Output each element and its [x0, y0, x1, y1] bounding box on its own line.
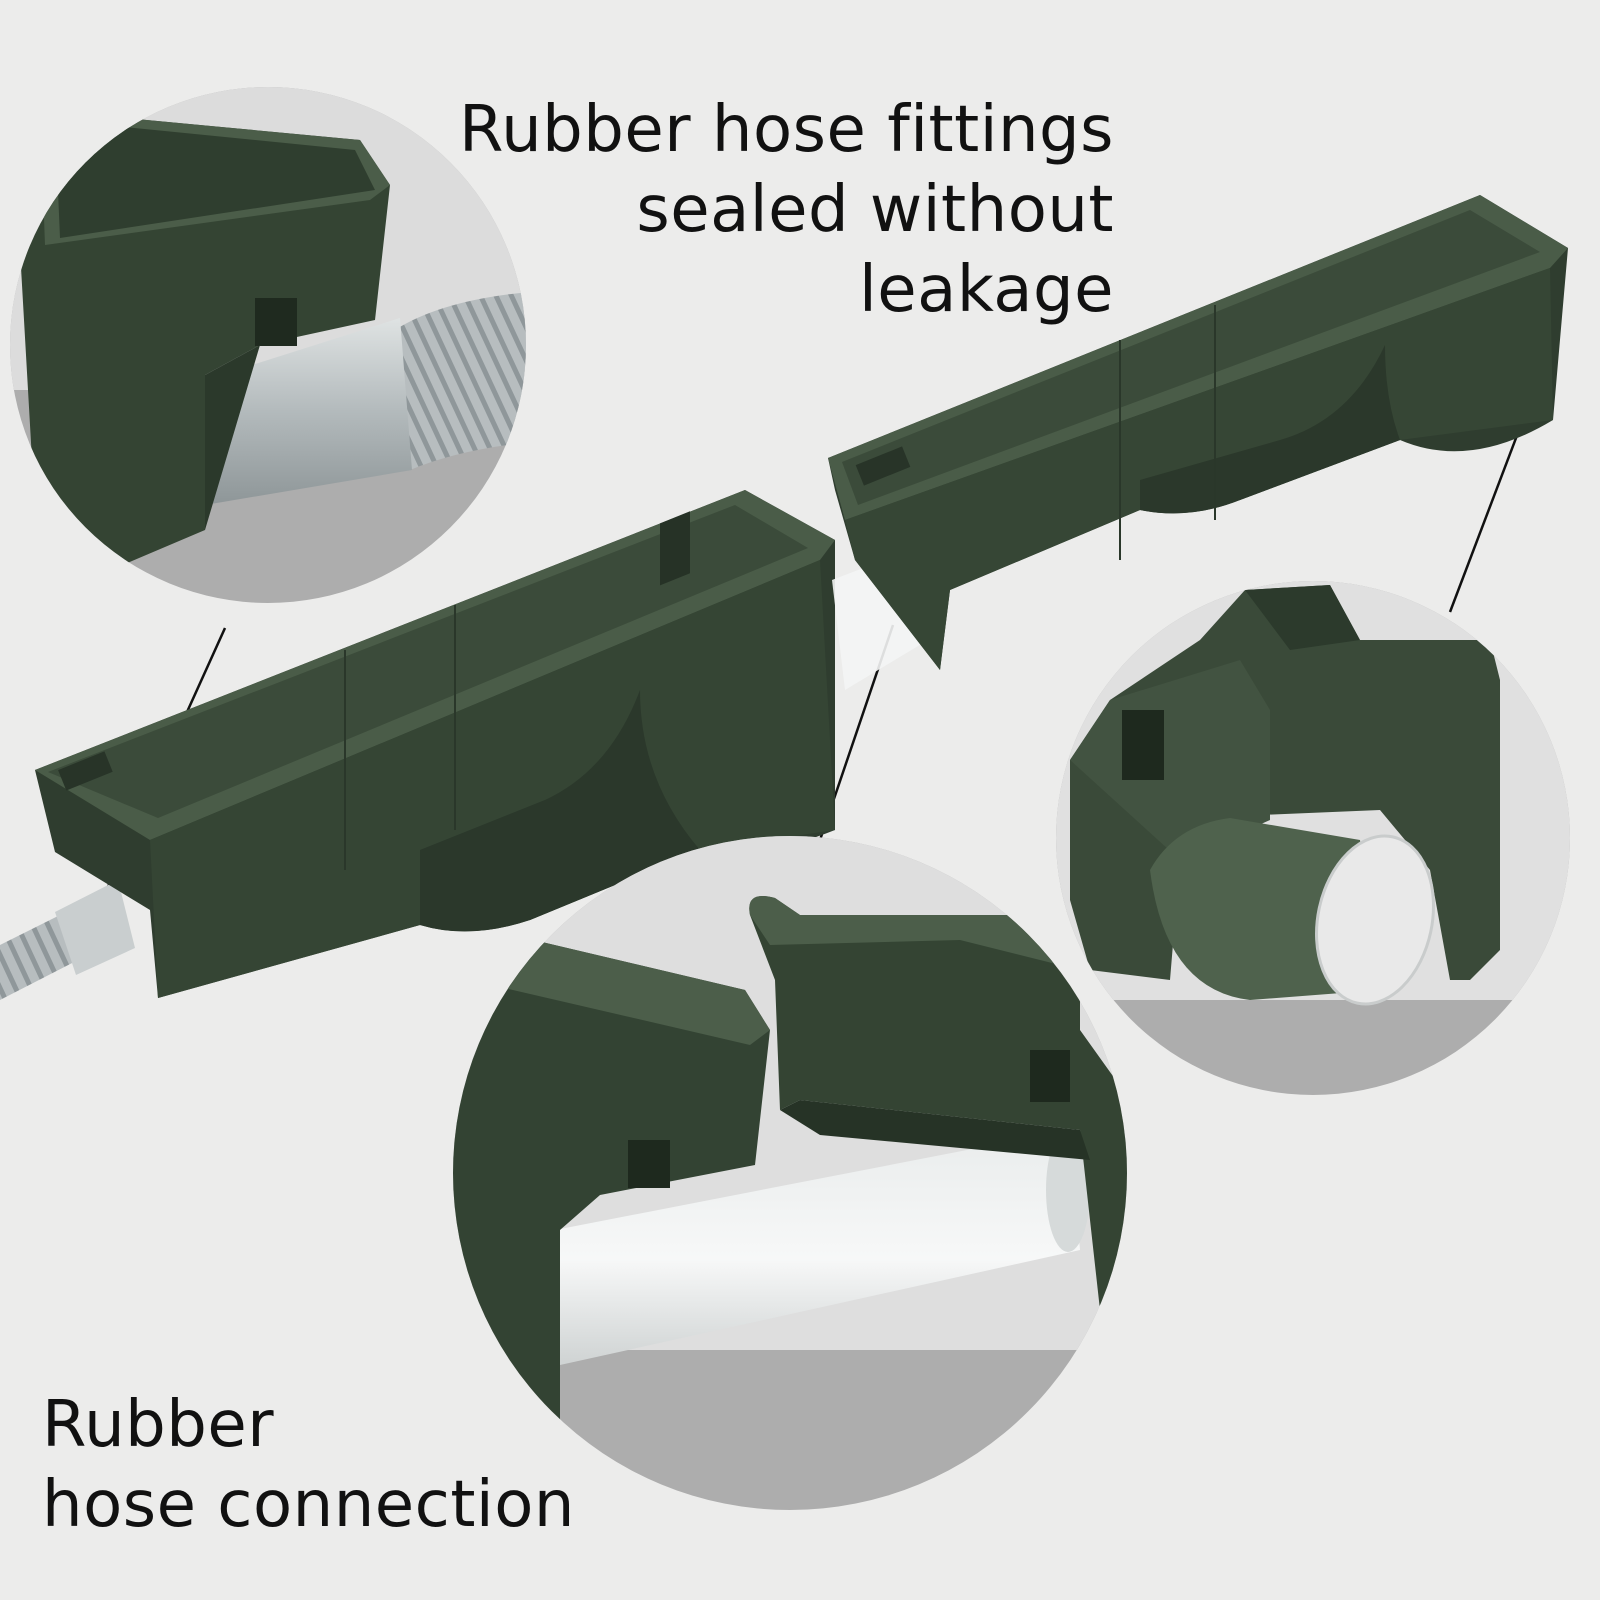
caption-top-line-2: sealed without — [636, 173, 1114, 247]
caption-bottom-line-2: hose connection — [42, 1468, 575, 1542]
caption-bottom: Rubber hose connection — [42, 1385, 575, 1545]
caption-bottom-line-1: Rubber — [42, 1388, 275, 1462]
trough-left — [0, 490, 835, 1000]
end-cap-zoom — [1056, 581, 1570, 1095]
caption-top: Rubber hose fittings sealed without leak… — [459, 90, 1114, 330]
caption-top-line-1: Rubber hose fittings — [458, 93, 1114, 167]
caption-top-line-3: leakage — [858, 253, 1114, 327]
trough-right — [828, 195, 1568, 670]
